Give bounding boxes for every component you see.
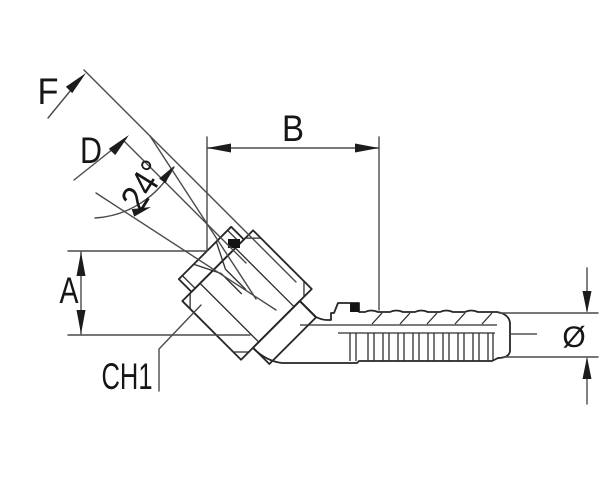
cone-seat bbox=[193, 241, 247, 295]
f-diameter-line bbox=[83, 69, 297, 283]
ch1-leader bbox=[158, 304, 202, 392]
d-diameter-line bbox=[123, 140, 247, 264]
label-a: A bbox=[60, 270, 79, 311]
dimension-f: F bbox=[38, 69, 297, 283]
a-arrowhead-top bbox=[76, 252, 86, 276]
hose-tail bbox=[228, 239, 537, 364]
dimension-b: B bbox=[206, 108, 380, 311]
angle-arrowhead-lower bbox=[131, 207, 151, 217]
b-arrowhead-right bbox=[355, 143, 379, 153]
label-d: D bbox=[80, 130, 102, 171]
dia-arrowhead-top bbox=[582, 291, 592, 313]
tail-bottom-profile bbox=[252, 347, 499, 364]
dimension-d: D bbox=[73, 130, 247, 264]
label-b: B bbox=[282, 108, 304, 149]
nut-flat-lines bbox=[199, 247, 295, 343]
swivel-nut bbox=[177, 225, 317, 365]
dimension-cone-angle: 24° bbox=[94, 135, 277, 311]
annotation-ch1: CH1 bbox=[102, 304, 202, 397]
dimension-a: A bbox=[60, 250, 251, 336]
label-cone-angle: 24° bbox=[113, 153, 174, 217]
collar-marker bbox=[350, 303, 359, 312]
dimension-diameter: Ø bbox=[498, 267, 599, 405]
b-arrowhead-left bbox=[207, 143, 231, 153]
f-arrowhead bbox=[65, 73, 86, 94]
elbow-body bbox=[252, 300, 317, 365]
label-diameter: Ø bbox=[562, 321, 585, 354]
dia-arrowhead-bottom bbox=[582, 357, 592, 379]
label-ch1: CH1 bbox=[102, 356, 153, 397]
a-arrowhead-bottom bbox=[76, 310, 86, 334]
cone-flank-upper bbox=[149, 135, 257, 300]
barb-ribs bbox=[349, 333, 494, 361]
d-arrowhead bbox=[108, 135, 129, 156]
serration-hatches bbox=[371, 312, 493, 325]
nut-marker bbox=[228, 239, 240, 248]
angle-arrowhead-upper bbox=[159, 166, 174, 184]
label-f: F bbox=[38, 71, 59, 112]
